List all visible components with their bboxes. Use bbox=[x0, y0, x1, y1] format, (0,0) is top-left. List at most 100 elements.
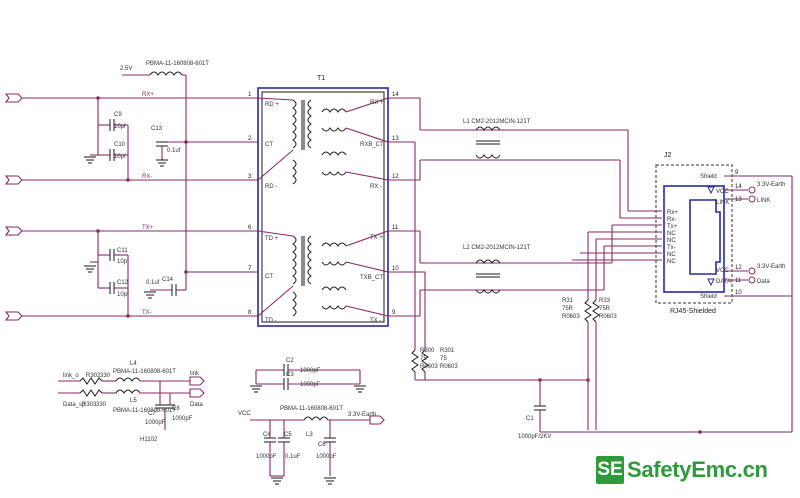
c14-value: 0.1uf bbox=[146, 280, 160, 286]
c5-value: 0.1uF bbox=[285, 454, 301, 460]
j2-out-data: Data bbox=[757, 279, 770, 285]
c3-ref: C3 bbox=[286, 372, 294, 378]
wiring-right bbox=[388, 97, 662, 350]
r300-value: 75 bbox=[420, 356, 427, 362]
t1-label-ct-top: CT bbox=[265, 142, 273, 148]
c14-ref: C14 bbox=[162, 277, 174, 283]
transformer-coils bbox=[257, 97, 389, 317]
capacitor-c11 bbox=[97, 231, 128, 261]
j2-link-label: LINK bbox=[716, 200, 729, 206]
c10-value: 10pf bbox=[114, 154, 126, 160]
c3-value: 1000pF bbox=[300, 382, 321, 388]
r31-package: R0603 bbox=[562, 314, 580, 320]
r31-ref: R31 bbox=[562, 298, 574, 304]
input-port-tx-minus bbox=[4, 311, 258, 321]
l5-ref: L5 bbox=[130, 398, 137, 404]
t1-label-ct-bottom: CT bbox=[265, 274, 273, 280]
r300-ref: R300 bbox=[420, 348, 435, 354]
net-label-tx-plus: TX+ bbox=[142, 225, 154, 231]
c6-ref: C6 bbox=[318, 442, 326, 448]
c2-c3-network bbox=[250, 364, 366, 393]
j2-pin-nc-3: NC bbox=[667, 252, 676, 258]
choke-l1 bbox=[475, 126, 501, 159]
j2-pin-nc-2: NC bbox=[667, 238, 676, 244]
t1-label-rx-minus: RX - bbox=[370, 184, 382, 190]
junction-dot bbox=[538, 378, 542, 382]
c13-ref: C13 bbox=[151, 126, 163, 132]
c2-ref: C2 bbox=[286, 358, 294, 364]
t1-label-tx-plus: TX + bbox=[370, 235, 383, 241]
j2-led-top bbox=[707, 186, 715, 195]
transformer-ref: T1 bbox=[317, 75, 325, 82]
t1-pin-left-3: 3 bbox=[248, 174, 252, 180]
c7-value: 1000pF bbox=[145, 420, 166, 426]
h1102-label: H1102 bbox=[140, 437, 158, 443]
l5-part: PBMA-11-160808-601T bbox=[113, 408, 176, 414]
j2-num-13: 13 bbox=[735, 197, 742, 203]
r31-value: 75R bbox=[562, 306, 574, 312]
j2-num-11: 11 bbox=[735, 278, 742, 284]
r303-ref: R303 bbox=[82, 402, 97, 408]
choke-l2 bbox=[475, 259, 501, 294]
supply-label-2v5: 2.5V bbox=[120, 66, 132, 72]
c11-value: 10pf bbox=[117, 259, 129, 265]
c5-ref: C5 bbox=[284, 432, 292, 438]
r300-package: R0603 bbox=[420, 364, 438, 370]
t1-pin-left-2: 2 bbox=[248, 136, 252, 142]
j2-pin-nc-1: NC bbox=[667, 231, 676, 237]
c9-value: 10pf bbox=[114, 124, 126, 130]
r302-ref: R302 bbox=[86, 373, 101, 379]
net-link: link bbox=[190, 371, 200, 377]
logo-text: SafetyEmc.cn bbox=[627, 457, 768, 482]
t1-label-tx-minus: TX - bbox=[370, 318, 381, 324]
net-link-o: link_o bbox=[63, 373, 79, 379]
junction-dot bbox=[126, 314, 130, 318]
junction-dot bbox=[96, 96, 100, 100]
c7-ref: C7 bbox=[148, 411, 156, 417]
capacitor-c10 bbox=[84, 125, 129, 180]
logo-badge: SE bbox=[596, 456, 624, 484]
bead-top-part-label: PBMA-11-160808-601T bbox=[146, 61, 209, 67]
c11-ref: C11 bbox=[117, 248, 128, 254]
j2-pin-nc-4: NC bbox=[667, 259, 676, 265]
t1-label-rd-minus: RD - bbox=[265, 184, 277, 190]
j2-pin-rx-plus: Rx+ bbox=[667, 210, 678, 216]
t1-label-txb-ct: TXB_CT bbox=[360, 275, 383, 281]
t1-pin-left-6: 6 bbox=[248, 225, 252, 231]
r301-package: R0603 bbox=[440, 364, 458, 370]
c8-ref: C8 bbox=[172, 406, 180, 412]
l3-ref: L3 bbox=[306, 432, 313, 438]
junction-dot bbox=[586, 378, 590, 382]
j2-vcc-bottom-label: VCC bbox=[716, 268, 729, 274]
j2-out-link: LINK bbox=[757, 198, 770, 204]
r301-value: 75 bbox=[440, 356, 447, 362]
j2-shield-top-label: Shield bbox=[700, 174, 717, 180]
input-port-tx-plus bbox=[4, 226, 258, 236]
t1-label-td-plus: TD + bbox=[265, 236, 279, 242]
resistor-r33 bbox=[592, 299, 600, 430]
c9-ref: C9 bbox=[114, 112, 122, 118]
net-label-rx-minus: RX- bbox=[142, 174, 152, 180]
j2-shield-bottom-label: Shield bbox=[700, 294, 717, 300]
j2-led-bottom bbox=[707, 278, 715, 287]
resistor-r301 bbox=[421, 349, 429, 380]
junction-dot bbox=[126, 178, 130, 182]
transformer-inner bbox=[261, 91, 385, 323]
t1-pin-left-7: 7 bbox=[248, 266, 252, 272]
j2-out-earth-top: 3.3V-Earth bbox=[757, 182, 785, 188]
j2-body bbox=[663, 185, 725, 293]
t1-pin-left-8: 8 bbox=[248, 310, 252, 316]
j2-num-10: 10 bbox=[735, 290, 742, 296]
t1-label-rd-plus: RD + bbox=[265, 102, 279, 108]
c2-value: 1000pF bbox=[300, 368, 321, 374]
r33-ref: R33 bbox=[599, 298, 611, 304]
r302-value: 330 bbox=[100, 373, 111, 379]
j2-pin-tx-minus: Tx- bbox=[667, 245, 676, 251]
j2-pin-tx-plus: Tx+ bbox=[667, 224, 678, 230]
r33-value: 75R bbox=[599, 306, 611, 312]
c13-value: 0.1uf bbox=[167, 148, 181, 154]
j2-num-9: 9 bbox=[735, 170, 739, 176]
input-port-rx-minus bbox=[4, 175, 258, 185]
